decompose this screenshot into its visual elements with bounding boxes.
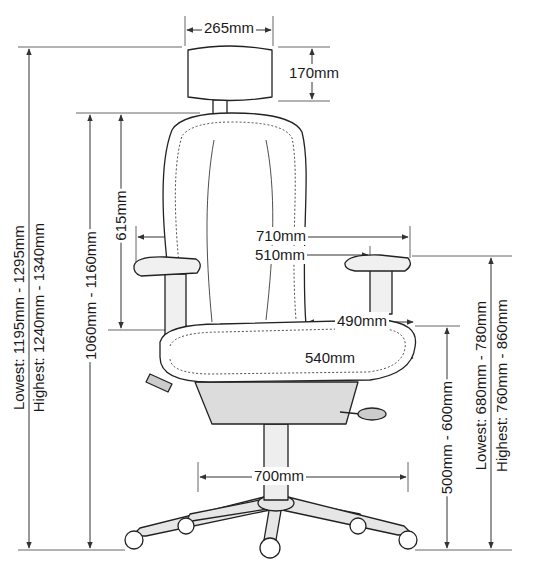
dimension-lines <box>29 30 491 548</box>
lever <box>146 374 172 392</box>
dimension-label: Highest: 1240mm - 1340mm <box>30 221 47 414</box>
dimension-label: Highest: 760mm - 860mm <box>492 298 509 475</box>
dimension-label: 265mm <box>202 19 256 36</box>
extension-lines <box>18 16 512 550</box>
dimension-label: 700mm <box>252 467 306 484</box>
dimension-label: 500mm - 600mm <box>438 379 455 496</box>
chair-base <box>132 495 412 540</box>
dimension-label: 710mm <box>254 227 308 244</box>
gas-cylinder <box>264 424 288 500</box>
armrest <box>370 268 392 314</box>
dimension-label: 1060mm - 1160mm <box>81 230 98 363</box>
chair <box>125 46 417 558</box>
headrest <box>188 46 272 101</box>
dimension-label: 540mm <box>303 349 357 366</box>
dimension-label: 615mm <box>112 189 129 243</box>
dimension-label: Lowest: 680mm - 780mm <box>472 299 489 472</box>
dimension-label: Lowest: 1195mm - 1295mm <box>9 224 26 413</box>
mechanism <box>195 382 358 424</box>
paddle <box>358 408 386 420</box>
dimension-label: 510mm <box>253 246 307 263</box>
dimension-label: 490mm <box>335 312 389 329</box>
dimension-label: 170mm <box>287 64 341 81</box>
chair-wheels <box>125 518 417 558</box>
